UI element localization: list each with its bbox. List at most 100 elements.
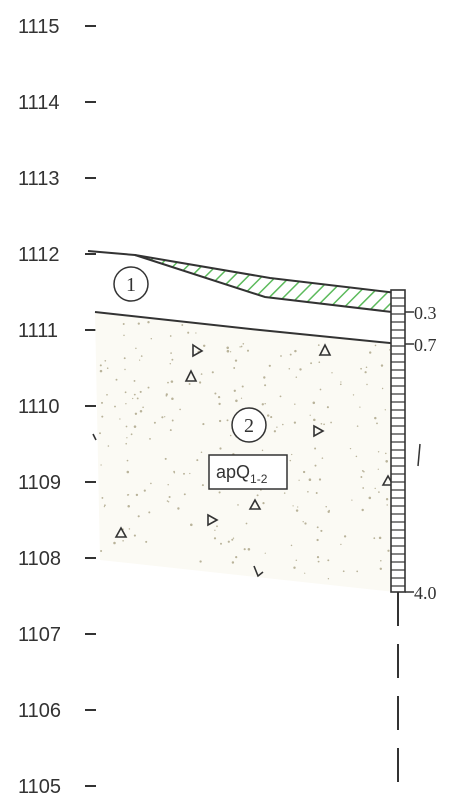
soil-speckle [256, 494, 259, 497]
soil-speckle [289, 459, 292, 462]
soil-speckle [148, 511, 151, 514]
soil-speckle [242, 343, 245, 345]
svg-text:apQ1-2: apQ1-2 [216, 462, 268, 486]
soil-speckle [295, 509, 299, 512]
soil-speckle [315, 492, 318, 494]
soil-speckle [125, 442, 127, 445]
soil-speckle [167, 483, 169, 486]
layer-1-lower-boundary [134, 254, 393, 313]
soil-speckle [226, 419, 229, 422]
soil-speckle [297, 506, 299, 508]
soil-speckle [200, 373, 203, 375]
soil-speckle [385, 498, 389, 501]
soil-speckle [170, 352, 172, 354]
soil-speckle [330, 421, 332, 424]
soil-speckle [294, 403, 296, 405]
soil-speckle [99, 369, 103, 373]
soil-speckle [126, 470, 130, 474]
soil-speckle [218, 402, 221, 406]
soil-speckle [196, 459, 199, 462]
soil-speckle [318, 478, 322, 481]
soil-speckle [107, 445, 110, 447]
soil-speckle [235, 555, 238, 559]
soil-speckle [231, 538, 234, 541]
soil-speckle [316, 538, 319, 542]
soil-speckle [360, 367, 362, 370]
soil-speckle [384, 409, 386, 411]
soil-speckle [169, 363, 171, 365]
soil-speckle [239, 346, 241, 348]
soil-speckle [368, 496, 372, 500]
layer-2-code-box: apQ1-2 [208, 454, 288, 490]
layer-1-hatched-fill [135, 255, 395, 312]
soil-speckle [179, 408, 181, 411]
soil-speckle [261, 403, 264, 406]
soil-speckle [290, 544, 293, 547]
soil-speckle [202, 423, 205, 426]
soil-speckle [369, 351, 372, 354]
soil-speckle [240, 397, 243, 399]
soil-speckle [373, 537, 376, 540]
depth-mark-0-7: 0.7 [414, 335, 437, 355]
soil-speckle [169, 335, 172, 337]
soil-speckle [214, 392, 217, 395]
soil-speckle [264, 552, 266, 554]
soil-speckle [164, 416, 166, 418]
soil-speckle [190, 523, 193, 527]
soil-speckle [302, 521, 304, 523]
soil-speckle [320, 422, 323, 425]
elev-tick-1109: 1109 [18, 472, 61, 494]
soil-speckle [145, 540, 148, 543]
soil-speckle [366, 383, 368, 386]
soil-speckle [316, 556, 320, 559]
layer-2-speckles [99, 321, 391, 580]
soil-speckle [339, 383, 342, 386]
soil-speckle [217, 395, 221, 399]
soil-speckle [135, 347, 137, 350]
soil-speckle [127, 504, 130, 508]
soil-speckle [288, 368, 291, 370]
soil-speckle [183, 472, 185, 475]
soil-speckle [314, 464, 317, 467]
soil-speckle [374, 487, 376, 490]
borehole-segments [391, 297, 405, 587]
soil-speckle [126, 459, 129, 462]
soil-speckle [361, 508, 364, 512]
soil-speckle [374, 416, 377, 420]
soil-speckle [359, 406, 361, 408]
elev-tick-1108: 1108 [18, 548, 61, 570]
soil-speckle [122, 540, 124, 542]
soil-speckle [387, 549, 390, 552]
elev-tick-1110: 1110 [18, 396, 60, 418]
soil-speckle [229, 434, 232, 437]
soil-speckle [200, 451, 203, 453]
soil-speckle [119, 418, 121, 420]
soil-speckle [385, 452, 387, 455]
elev-tick-1115: 1115 [18, 16, 60, 38]
soil-speckle [171, 358, 174, 361]
soil-speckle [365, 366, 368, 369]
soil-speckle [104, 359, 107, 362]
soil-speckle [167, 381, 169, 384]
soil-speckle [308, 478, 312, 481]
borehole-column [390, 289, 421, 798]
soil-speckle [317, 344, 320, 346]
soil-speckle [309, 414, 311, 416]
soil-speckle [246, 349, 250, 352]
soil-speckle [226, 349, 230, 353]
soil-speckle [293, 421, 297, 424]
soil-speckle [319, 388, 322, 391]
soil-speckle [229, 351, 232, 353]
soil-speckle [331, 372, 333, 374]
soil-speckle [233, 367, 236, 369]
soil-speckle [381, 387, 384, 390]
soil-speckle [295, 559, 298, 562]
elev-tick-1113: 1113 [18, 168, 60, 190]
soil-speckle [137, 322, 140, 325]
soil-speckle [227, 540, 230, 543]
soil-speckle [293, 566, 296, 569]
soil-speckle [280, 355, 282, 357]
soil-speckle [213, 537, 217, 540]
soil-speckle [378, 536, 382, 540]
soil-speckle [261, 449, 264, 452]
